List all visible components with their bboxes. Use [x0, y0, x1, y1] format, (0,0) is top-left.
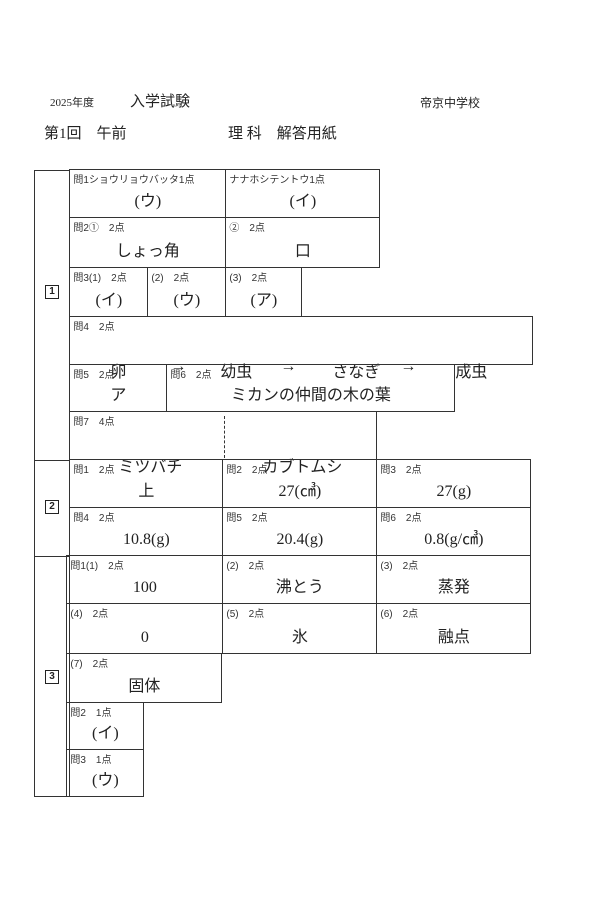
- answer-cell: (2) 2点 (ウ): [147, 267, 227, 318]
- question-label: 問6 2点: [380, 513, 422, 525]
- answer-cell: 問3 2点 27(g): [376, 459, 532, 509]
- answer-cell: (3) 2点 (ア): [225, 267, 303, 318]
- question-label: 問7 4点: [73, 417, 115, 429]
- school-name: 帝京中学校: [420, 96, 481, 110]
- answer-cell: ナナホシテントウ1点 (イ): [225, 169, 381, 219]
- question-label: 問3 2点: [380, 465, 422, 477]
- question-label: 問2① 2点: [73, 223, 125, 235]
- question-label: (2) 2点: [226, 561, 265, 573]
- answer-cell: 問6 2点ミカンの仲間の木の葉: [166, 364, 456, 413]
- answer-cell: (2) 2点沸とう: [222, 555, 378, 605]
- answer-text: (ウ): [92, 772, 119, 790]
- answer-text: 100: [132, 579, 157, 597]
- answer-cell: 問3(1) 2点 (イ): [69, 267, 149, 318]
- answer-cell: 問1 2点上: [69, 459, 224, 509]
- question-label: 問3(1) 2点: [73, 273, 127, 285]
- answer-text: しょっ角: [115, 243, 180, 261]
- question-label: 問5 2点: [73, 370, 115, 382]
- section-divider: [34, 460, 70, 461]
- question-label: 問4 2点: [73, 322, 115, 334]
- question-label: (3) 2点: [229, 273, 268, 285]
- answer-cell: (3) 2点蒸発: [376, 555, 532, 605]
- stage: 成虫: [455, 364, 488, 382]
- question-label: (6) 2点: [380, 609, 419, 621]
- answer-text: (ウ): [173, 292, 201, 310]
- exam-year: 2025年度: [50, 97, 94, 109]
- answer-text: ミツバチ: [118, 459, 183, 477]
- question-label: (2) 2点: [151, 273, 190, 285]
- section-divider: [34, 556, 70, 557]
- answer-cell: 問5 2点ア: [69, 364, 168, 413]
- answer-cell: (6) 2点融点: [376, 603, 532, 655]
- answer-text: 27(g): [436, 483, 472, 501]
- answer-text: (ア): [250, 292, 278, 310]
- answer-text: 沸とう: [275, 579, 324, 597]
- section-column: [34, 170, 70, 797]
- arrow: →: [170, 358, 187, 376]
- answer-cell: (7) 2点固体: [66, 653, 223, 704]
- arrow: →: [280, 358, 297, 376]
- exam-type: 入学試験: [130, 94, 191, 110]
- section-number-2: 2: [45, 500, 59, 514]
- answer-cell: 問2① 2点しょっ角: [69, 217, 227, 269]
- question-label: ② 2点: [229, 223, 265, 235]
- answer-text: (イ): [95, 292, 123, 310]
- answer-cell: (5) 2点氷: [222, 603, 378, 655]
- answer-cell: 問2 1点 (イ): [66, 702, 145, 751]
- answer-cell: 問1(1) 2点 100: [66, 555, 224, 605]
- arrow: →: [400, 358, 417, 376]
- answer-text: 10.8(g): [123, 531, 170, 549]
- question-label: 問1(1) 2点: [70, 561, 124, 573]
- answer-text: 氷: [291, 629, 308, 647]
- answer-text: ア: [110, 387, 127, 405]
- question-label: (5) 2点: [226, 609, 265, 621]
- answer-text: (イ): [289, 193, 317, 211]
- stage: 卵: [110, 364, 127, 382]
- answer-cell: 問2 2点 27(㎤): [222, 459, 378, 509]
- answer-text: 0: [140, 629, 149, 647]
- answer-cell: 問4 2点 10.8(g): [69, 507, 224, 557]
- answer-text: 蒸発: [437, 579, 470, 597]
- answer-text: 固体: [128, 678, 161, 696]
- question-label: 問1 2点: [73, 465, 115, 477]
- q7-divider: [224, 416, 225, 458]
- answer-text: (イ): [92, 725, 119, 743]
- exam-session: 第1回 午前: [44, 126, 127, 142]
- answer-text: (ウ): [134, 193, 162, 211]
- question-label: (4) 2点: [70, 609, 109, 621]
- answer-text: 20.4(g): [276, 531, 324, 549]
- answer-text: ミカンの仲間の木の葉: [230, 387, 391, 405]
- question-label: (3) 2点: [380, 561, 419, 573]
- question-label: 問4 2点: [73, 513, 115, 525]
- answer-cell: 問5 2点 20.4(g): [222, 507, 378, 557]
- question-label: ナナホシテントウ1点: [229, 175, 325, 187]
- stage: さなぎ: [332, 364, 381, 382]
- answer-text: 0.8(g/㎤): [424, 531, 484, 549]
- question-label: (7) 2点: [70, 659, 109, 671]
- answer-cell: 問3 1点 (ウ): [66, 749, 145, 798]
- answer-text: 融点: [437, 629, 470, 647]
- answer-text: 27(㎤): [278, 483, 322, 501]
- answer-cell: 問4 2点卵 → 幼虫 → さなぎ → 成虫: [69, 316, 534, 381]
- stage: 幼虫: [220, 364, 253, 382]
- question-label: 問5 2点: [226, 513, 268, 525]
- answer-text: 口: [294, 243, 311, 261]
- question-label: 問1ショウリョウバッタ1点: [73, 175, 195, 187]
- question-label: 問3 1点: [70, 755, 112, 767]
- section-number-3: 3: [45, 670, 59, 684]
- question-label: 問6 2点: [170, 370, 212, 382]
- answer-cell: 問1ショウリョウバッタ1点 (ウ): [69, 169, 227, 219]
- answer-cell: ② 2点口: [225, 217, 381, 269]
- answer-cell: (4) 2点 0: [66, 603, 224, 655]
- question-label: 問2 2点: [226, 465, 268, 477]
- answer-text: 上: [138, 483, 155, 501]
- question-label: 問2 1点: [70, 708, 112, 720]
- section-number-1: 1: [45, 285, 59, 299]
- answer-text: カブトムシ: [262, 459, 343, 477]
- sheet-title: 理 科 解答用紙: [228, 126, 337, 142]
